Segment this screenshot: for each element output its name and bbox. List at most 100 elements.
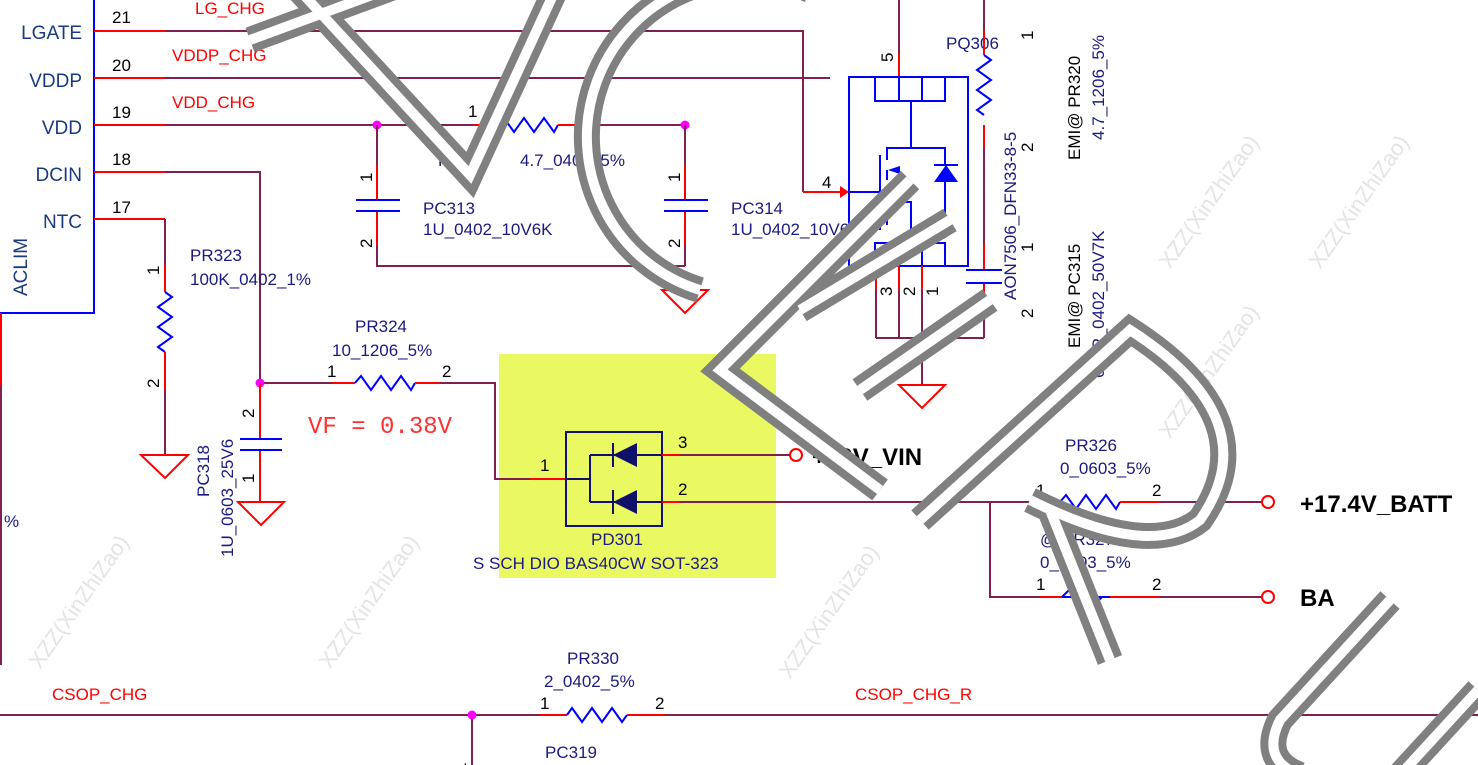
svg-text:21: 21 [112, 8, 131, 27]
faint-watermark: XZZ(XinZhiZao) [1154, 130, 1264, 273]
svg-text:1: 1 [1036, 481, 1045, 500]
junction [467, 710, 477, 720]
svg-text:EMI@ PR320: EMI@ PR320 [1065, 56, 1084, 160]
capacitor-pc314: 1 2 PC314 1U_0402_10V6K [659, 125, 861, 315]
svg-text:4.7_0402_5%: 4.7_0402_5% [520, 151, 625, 170]
svg-text:2_0402_5%: 2_0402_5% [544, 672, 635, 691]
port-vin-connector [789, 448, 803, 462]
svg-text:2: 2 [1152, 575, 1161, 594]
svg-text:PQ306: PQ306 [946, 34, 999, 53]
ic-pin-lgate: LGATE 21 LG_CHG [21, 0, 804, 192]
svg-text:LGATE: LGATE [21, 23, 82, 44]
faint-watermark: XZZ(XinZhiZao) [24, 530, 134, 673]
faint-watermark: XZZ(XinZhiZao) [1304, 130, 1414, 273]
svg-text:VDD_CHG: VDD_CHG [172, 93, 255, 112]
capacitor-pc313: 1 2 PC313 1U_0402_10V6K [356, 125, 685, 267]
ground-icon [235, 501, 287, 527]
svg-text:PR324: PR324 [355, 317, 407, 336]
svg-text:1: 1 [1018, 31, 1037, 40]
svg-text:PC314: PC314 [731, 199, 783, 218]
port-batt-label: +17.4V_BATT [1300, 491, 1453, 518]
svg-text:EMI@ PC315: EMI@ PC315 [1065, 244, 1084, 348]
svg-text:DCIN: DCIN [36, 165, 82, 186]
svg-text:2: 2 [1018, 309, 1037, 318]
faint-watermark: XZZ(XinZhiZao) [774, 540, 884, 683]
svg-text:NTC: NTC [43, 212, 82, 233]
ground-icon [138, 454, 191, 480]
svg-text:1: 1 [923, 287, 942, 296]
svg-text:2: 2 [900, 287, 919, 296]
ic-pin-ntc: NTC 17 [43, 198, 166, 265]
svg-text:PR323: PR323 [190, 246, 242, 265]
resistor-pr320: 1 2 EMI@ PR320 4.7_1206_5% [975, 0, 1108, 243]
svg-text:5: 5 [878, 53, 897, 62]
svg-text:PC318: PC318 [194, 445, 213, 497]
svg-text:2: 2 [1152, 481, 1161, 500]
ic-block-label: ACLIM [11, 238, 32, 296]
svg-text:PC313: PC313 [423, 199, 475, 218]
capacitor-pc318: 2 1 PC318 1U_0603_25V6 [194, 383, 287, 557]
resistor-pr326: 1 2 PR326 0_0603_5% [680, 436, 1262, 511]
svg-text:AON7506_DFN33-8-5: AON7506_DFN33-8-5 [1001, 132, 1020, 300]
ic-pin-vdd: VDD 19 VDD_CHG [42, 93, 473, 139]
svg-text:2: 2 [239, 409, 258, 418]
ic-pin-vddp: VDDP 20 VDDP_CHG [29, 46, 830, 92]
svg-text:1: 1 [144, 266, 163, 275]
svg-text:CSOP_CHG: CSOP_CHG [52, 685, 147, 704]
svg-text:1U_0603_25V6: 1U_0603_25V6 [218, 439, 237, 557]
port-ba-label: BA [1300, 585, 1335, 612]
svg-text:CSOP_CHG_R: CSOP_CHG_R [855, 685, 972, 704]
svg-text:19: 19 [112, 103, 131, 122]
svg-text:PD301: PD301 [591, 530, 643, 549]
svg-text:VDD: VDD [42, 118, 82, 139]
svg-text:1: 1 [665, 173, 684, 182]
svg-text:4.7_1206_5%: 4.7_1206_5% [1089, 35, 1108, 140]
svg-text:1: 1 [540, 456, 549, 475]
svg-text:3: 3 [678, 433, 687, 452]
ic-pin-dcin: DCIN 18 [36, 150, 261, 383]
svg-text:1U_0402_10V6K: 1U_0402_10V6K [731, 220, 861, 239]
svg-text:2: 2 [357, 239, 376, 248]
port-batt-connector [1261, 495, 1275, 509]
svg-text:1: 1 [1036, 575, 1045, 594]
svg-text:100K_0402_1%: 100K_0402_1% [190, 270, 311, 289]
svg-text:LG_CHG: LG_CHG [195, 0, 265, 18]
svg-text:3: 3 [877, 287, 896, 296]
svg-text:PR330: PR330 [567, 649, 619, 668]
svg-text:1: 1 [540, 694, 549, 713]
svg-text:VDDP: VDDP [29, 71, 82, 92]
svg-text:PR326: PR326 [1065, 436, 1117, 455]
svg-text:1: 1 [357, 173, 376, 182]
svg-text:20: 20 [112, 56, 131, 75]
svg-text:18: 18 [112, 150, 131, 169]
svg-text:2: 2 [1018, 143, 1037, 152]
svg-text:1U_0402_10V6K: 1U_0402_10V6K [423, 220, 553, 239]
vf-annotation: VF = 0.38V [308, 414, 453, 441]
svg-text:1: 1 [451, 763, 470, 765]
svg-text:1: 1 [239, 474, 258, 483]
svg-text:2: 2 [655, 694, 664, 713]
port-ba-connector [1261, 590, 1275, 604]
svg-text:S SCH DIO BAS40CW SOT-323: S SCH DIO BAS40CW SOT-323 [473, 554, 719, 573]
svg-text:10_1206_5%: 10_1206_5% [332, 341, 432, 360]
svg-text:2: 2 [665, 239, 684, 248]
svg-text:2: 2 [442, 362, 451, 381]
mosfet-pq306: 4 5 3 2 1 PQ306 AON7506_DFN33-8-5 [803, 0, 1020, 410]
svg-text:1: 1 [468, 102, 477, 121]
svg-text:VDDP_CHG: VDDP_CHG [172, 46, 266, 65]
resistor-pr323: 1 2 PR323 100K_0402_1% [138, 246, 311, 480]
svg-text:17: 17 [112, 198, 131, 217]
svg-text:4: 4 [822, 173, 831, 192]
svg-text:1: 1 [1018, 243, 1037, 252]
ground-icon [896, 384, 948, 410]
svg-text:0_0603_5%: 0_0603_5% [1060, 459, 1151, 478]
partial-label: % [4, 512, 19, 531]
svg-text:2: 2 [144, 379, 163, 388]
